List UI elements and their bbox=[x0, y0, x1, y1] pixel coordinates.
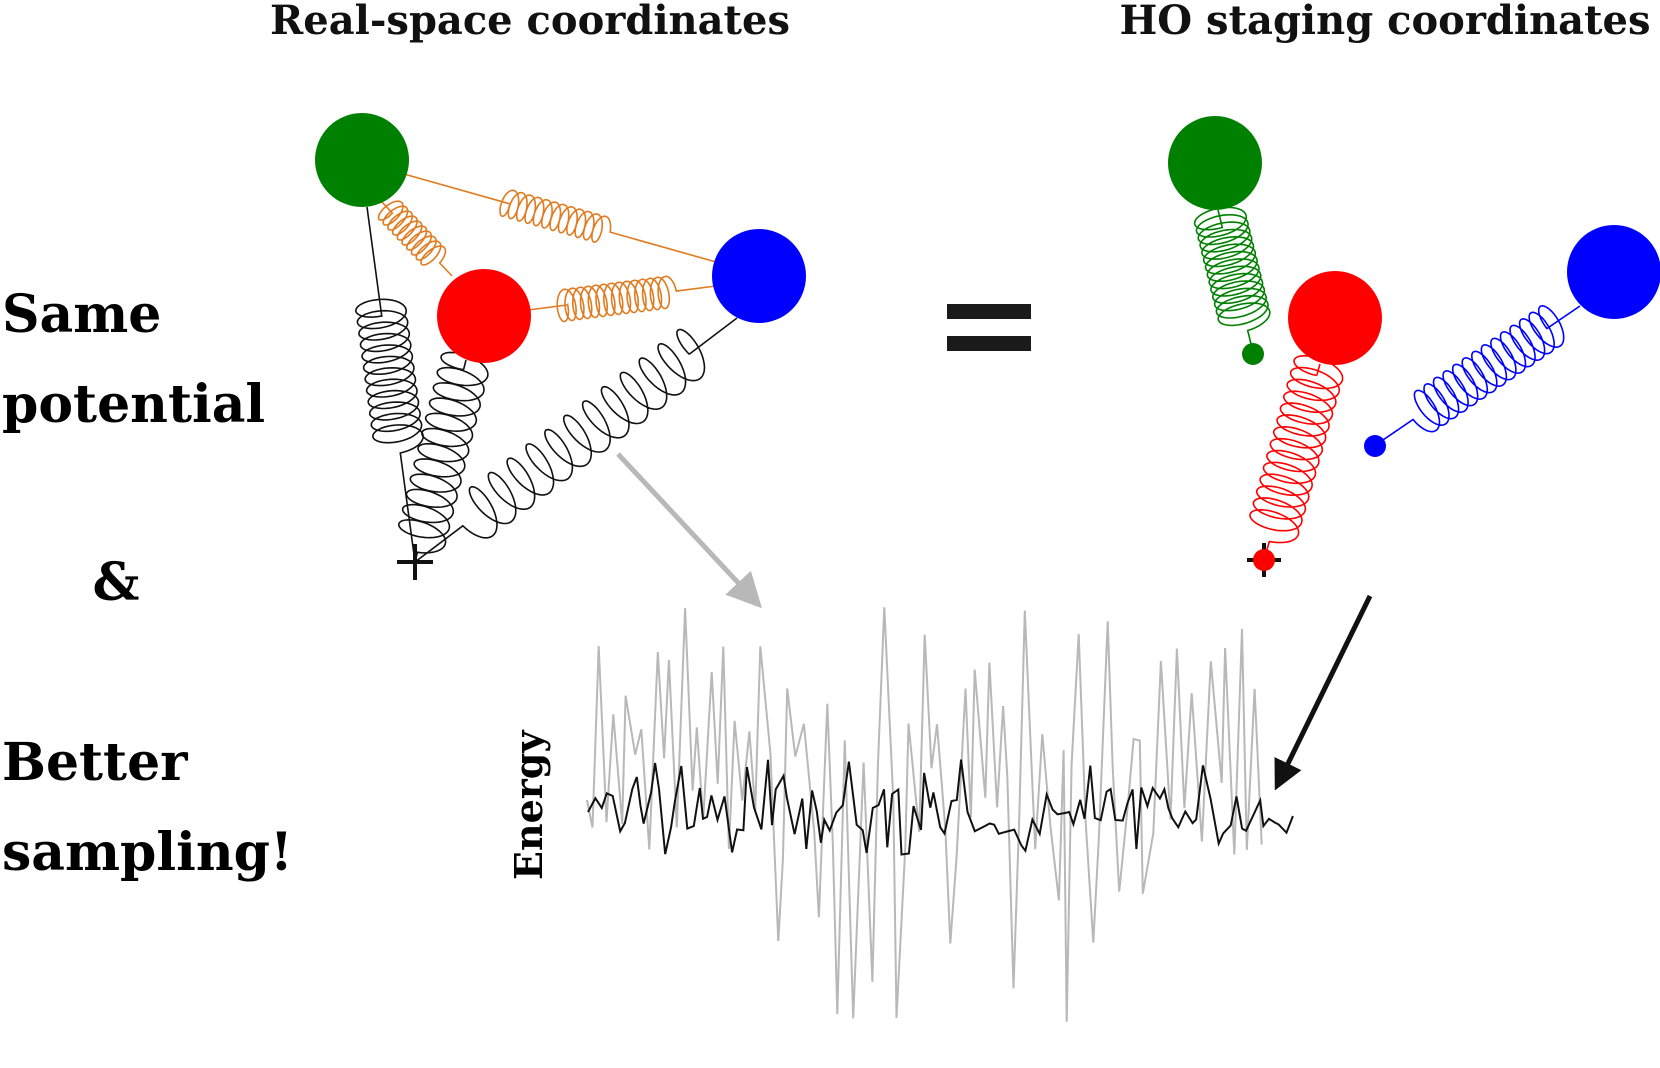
staging-blue-bead bbox=[1567, 225, 1660, 319]
side-text-sampling: sampling! bbox=[2, 822, 293, 883]
staging-spring-green bbox=[1193, 206, 1271, 349]
spring-green-blue bbox=[403, 173, 717, 263]
red-bead bbox=[437, 269, 531, 363]
side-text-same: Same bbox=[2, 284, 161, 345]
equals-sign bbox=[947, 304, 1031, 351]
energy-axis-label: Energy bbox=[506, 730, 551, 880]
real-space-energy-trace bbox=[586, 607, 1263, 1022]
green-bead bbox=[315, 113, 409, 207]
side-text-potential: potential bbox=[2, 374, 265, 435]
left-title: Real-space coordinates bbox=[270, 0, 790, 44]
centroid-plus-icon bbox=[397, 544, 433, 580]
spring-green-red bbox=[377, 199, 453, 277]
staging-spring-blue bbox=[1379, 304, 1581, 443]
staging-green-end-bead bbox=[1242, 343, 1264, 365]
staging-red-bead bbox=[1288, 271, 1382, 365]
spring-red-blue bbox=[527, 275, 717, 323]
right-title: HO staging coordinates bbox=[1119, 0, 1650, 44]
staging-green-bead bbox=[1168, 116, 1262, 210]
blue-bead bbox=[712, 229, 806, 323]
staging-spring-red bbox=[1249, 354, 1344, 554]
staging-blue-end-bead bbox=[1364, 435, 1386, 457]
spring-red-centroid bbox=[398, 351, 489, 563]
real-space-springs bbox=[354, 173, 738, 563]
side-text-better: Better bbox=[2, 732, 188, 793]
staging-springs bbox=[1193, 206, 1581, 554]
staging-energy-trace bbox=[587, 759, 1294, 856]
staging-centroid-plus-icon bbox=[1247, 543, 1281, 577]
spring-green-centroid bbox=[354, 206, 424, 563]
side-text-ampersand: & bbox=[93, 552, 140, 613]
spring-blue-centroid bbox=[414, 317, 738, 563]
staging-arrow-icon bbox=[1274, 594, 1373, 791]
real-space-arrow-icon bbox=[616, 452, 762, 609]
